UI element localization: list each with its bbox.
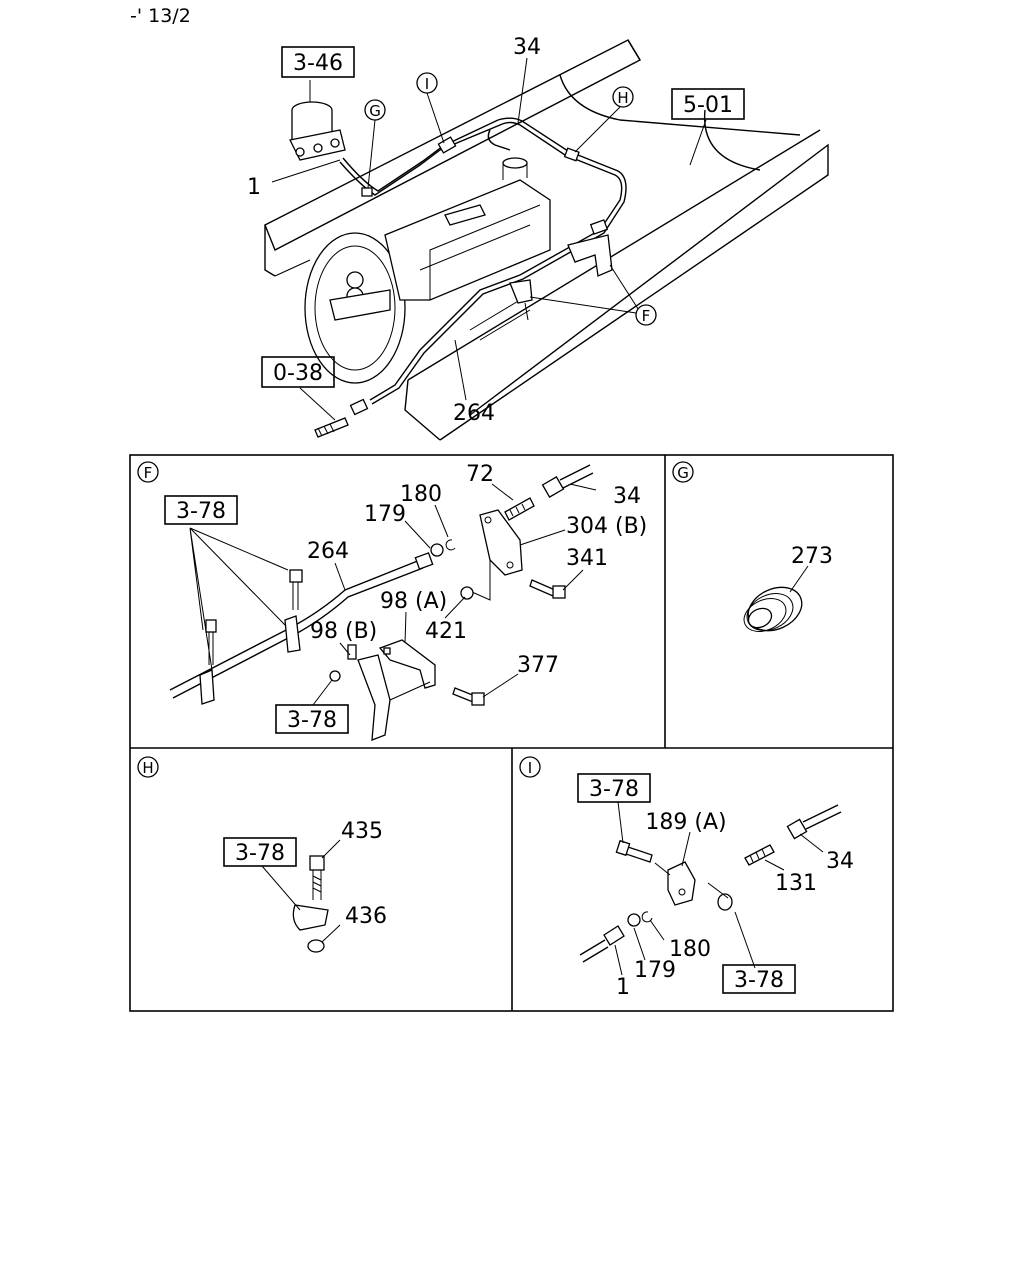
ref-box-5-01: 5-01 [671,88,745,120]
part-label-264: 264 [453,401,495,426]
clip-assembly [292,855,329,953]
ref-label: 5-01 [683,93,733,118]
fitting-0-38 [314,398,369,438]
panel-tag-letter: H [142,759,153,777]
part-label-1: 1 [616,975,630,1000]
panel-tag-letter: G [677,464,689,482]
transmission [304,157,551,384]
part-label-435: 435 [341,819,383,844]
part-label-179: 179 [634,958,676,983]
detail-marker-h: H [612,86,634,108]
ref-box-3-78-top: 3-78 [577,773,651,803]
part-label-273: 273 [791,544,833,569]
ref-label: 3-78 [589,777,639,802]
detail-panels-frame [129,454,894,1012]
detail-panel-f: F [137,461,647,741]
ref-box-3-78: 3-78 [223,837,297,867]
part-label-98a: 98 (A) [380,589,447,614]
detail-marker-g: G [364,99,386,121]
ref-box-3-46: 3-46 [281,46,355,78]
marker-letter: H [617,89,628,107]
frame-rail [264,39,829,441]
grommet-273 [743,586,803,632]
part-label-180: 180 [400,482,442,507]
bracket-f [509,234,613,321]
panel-tag-letter: I [528,759,532,777]
part-label-341: 341 [566,546,608,571]
part-label-34: 34 [613,484,641,509]
panel-tag-i: I [519,756,541,778]
part-label-304b: 304 (B) [566,514,647,539]
part-label-34: 34 [826,849,854,874]
ref-box-3-78-bottom: 3-78 [275,704,349,734]
part-label-189a: 189 (A) [645,810,726,835]
part-label-98b: 98 (B) [310,619,377,644]
ref-box-3-78-bottom: 3-78 [722,964,796,994]
part-label-131: 131 [775,871,817,896]
marker-letter: F [642,307,651,325]
panel-tag-g: G [672,461,694,483]
detail-marker-i: I [416,72,438,94]
main-assembly-view: 3-46 5-01 0-38 34 1 264 G I H F [247,35,829,441]
part-label-1: 1 [247,175,261,200]
part-label-72: 72 [466,462,494,487]
panel-tag-h: H [137,756,159,778]
ref-box-3-78-top: 3-78 [164,495,238,525]
main-leaders [271,57,707,421]
ref-label: 3-78 [235,841,285,866]
valve-assembly [289,101,346,161]
part-label-421: 421 [425,619,467,644]
panel-tag-f: F [137,461,159,483]
ref-box-0-38: 0-38 [261,356,335,388]
part-label-264: 264 [307,539,349,564]
part-label-34: 34 [513,35,541,60]
part-label-377: 377 [517,653,559,678]
detail-marker-f: F [635,304,657,326]
ref-label: 3-78 [734,968,784,993]
page-reference: -' 13/2 [130,5,191,27]
ref-label: 0-38 [273,361,323,386]
marker-letter: G [369,102,381,120]
detail-panel-i: I 3-78 [519,756,854,1000]
part-label-179: 179 [364,502,406,527]
part-label-436: 436 [345,904,387,929]
part-label-180: 180 [669,937,711,962]
detail-panel-g: G 273 [672,461,833,632]
panel-tag-letter: F [144,464,153,482]
detail-panel-h: H 3-78 435 436 [137,756,387,953]
ref-label: 3-78 [287,708,337,733]
ref-label: 3-46 [293,51,343,76]
ref-label: 3-78 [176,499,226,524]
marker-letter: I [425,75,429,93]
